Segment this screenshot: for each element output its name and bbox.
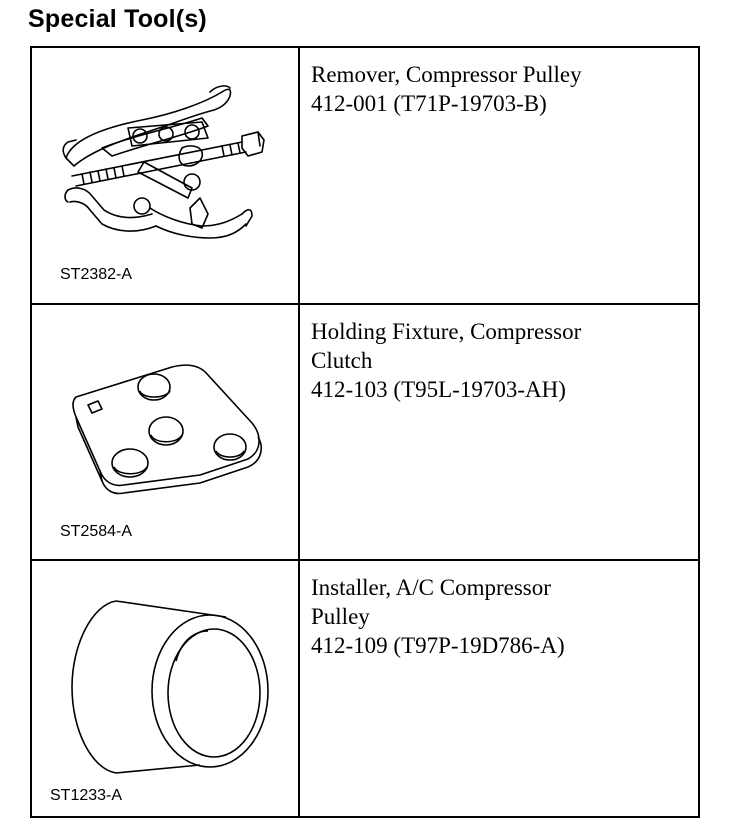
table-row: ST2382-A Remover, Compressor Pulley 412-… xyxy=(30,46,700,305)
tool-description-cell: Remover, Compressor Pulley 412-001 (T71P… xyxy=(298,46,700,305)
tool-illustration-cell: ST2382-A xyxy=(30,46,300,305)
tool-illustration-cell: ST1233-A xyxy=(30,559,300,818)
tool-name: Remover, Compressor Pulley xyxy=(311,62,582,87)
tool-part-number: 412-109 (T97P-19D786-A) xyxy=(311,633,565,659)
table-row: ST1233-A Installer, A/C Compressor Pulle… xyxy=(30,559,700,818)
tool-description-cell: Holding Fixture, Compressor Clutch 412-1… xyxy=(298,302,700,562)
tool-name-continued: Clutch xyxy=(311,347,373,373)
installer-sleeve-icon xyxy=(71,600,269,775)
tool-name: Installer, A/C Compressor xyxy=(311,575,551,601)
tool-part-number: 412-103 (T95L-19703-AH) xyxy=(311,376,566,402)
tool-name-continued: Pulley xyxy=(311,604,370,630)
tool-description-cell: Installer, A/C Compressor Pulley 412-109… xyxy=(298,559,700,818)
holding-fixture-icon xyxy=(72,363,262,494)
puller-icon xyxy=(62,85,265,239)
image-code-label: ST1233-A xyxy=(50,787,123,805)
special-tools-table: ST2382-A Remover, Compressor Pulley 412-… xyxy=(30,46,700,818)
tool-name: Holding Fixture, Compressor xyxy=(311,318,582,344)
tool-part-number: 412-001 (T71P-19703-B) xyxy=(311,91,547,116)
page-title: Special Tool(s) xyxy=(28,5,207,33)
image-code-label: ST2382-A xyxy=(60,266,133,283)
tool-illustration-cell: ST2584-A xyxy=(30,302,300,562)
table-row: ST2584-A Holding Fixture, Compressor Clu… xyxy=(30,302,700,562)
image-code-label: ST2584-A xyxy=(60,522,133,540)
